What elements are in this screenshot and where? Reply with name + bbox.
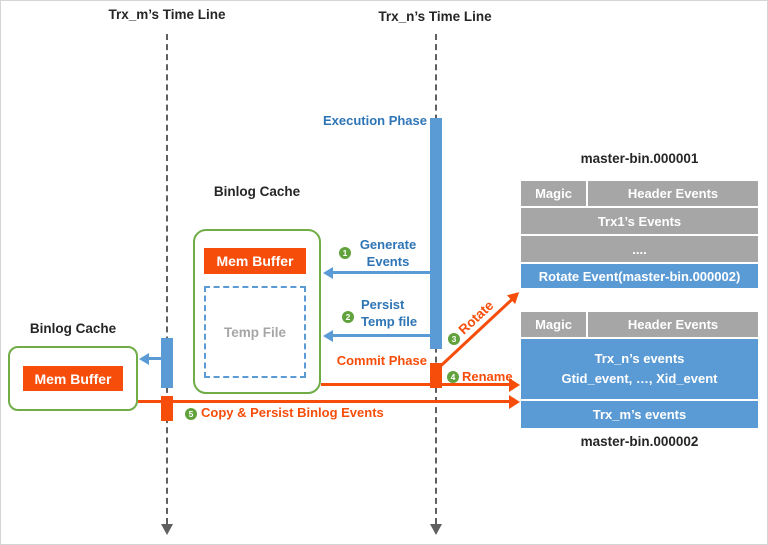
copy-to-left-cache-arrow-line — [148, 357, 161, 360]
file1-row-header: Magic Header Events — [521, 181, 758, 206]
step-2-badge: 2 — [342, 311, 354, 323]
file2-magic-cell: Magic — [521, 312, 586, 337]
file2-row-header: Magic Header Events — [521, 312, 758, 337]
generate-events-label-line1: Generate — [359, 237, 417, 252]
trx-n-commit-bar — [430, 363, 442, 388]
generate-events-label: Generate Events — [353, 237, 423, 270]
persist-temp-file-label: Persist Temp file — [361, 297, 431, 330]
step-3-badge: 3 — [448, 333, 460, 345]
file1-rotate-event-cell: Rotate Event(master-bin.000002) — [521, 264, 758, 288]
file2-name: master-bin.000002 — [580, 434, 699, 449]
copy-persist-arrow-line — [138, 400, 509, 403]
copy-persist-label: Copy & Persist Binlog Events — [201, 405, 384, 420]
file2-trx-n-events-line2: Gtid_event, …, Xid_event — [561, 371, 718, 386]
execution-phase-bar — [430, 118, 442, 349]
persist-temp-file-label-line1: Persist — [361, 297, 405, 312]
trx-n-timeline-title: Trx_n’s Time Line — [378, 9, 492, 24]
file1-magic-cell: Magic — [521, 181, 586, 206]
step-4-badge: 4 — [447, 371, 459, 383]
file1-trx1-events-cell: Trx1’s Events — [521, 208, 758, 234]
copy-persist-arrowhead-icon — [509, 395, 520, 409]
persist-temp-file-arrow-line — [332, 334, 430, 337]
trx-m-timeline-title: Trx_m’s Time Line — [108, 7, 226, 22]
commit-phase-label: Commit Phase — [336, 353, 427, 368]
trx-m-timeline-arrowhead-icon — [161, 524, 173, 535]
rename-label: Rename — [462, 369, 513, 384]
binlog-cache-left-box — [8, 346, 138, 411]
generate-events-arrow-line — [332, 271, 430, 274]
generate-events-arrowhead-icon — [323, 267, 333, 279]
step-5-badge: 5 — [185, 408, 197, 420]
rotate-arrowhead-icon — [506, 287, 524, 305]
file2-trx-n-events-cell: Trx_n’s events Gtid_event, …, Xid_event — [521, 339, 758, 399]
file2-trx-n-events-line1: Trx_n’s events — [594, 351, 685, 366]
step-1-badge: 1 — [339, 247, 351, 259]
file1-table: Magic Header Events Trx1’s Events .... R… — [521, 181, 758, 288]
file1-header-events-cell: Header Events — [588, 181, 758, 206]
file2-table: Magic Header Events Trx_n’s events Gtid_… — [521, 312, 758, 428]
file1-ellipsis-cell: .... — [521, 236, 758, 262]
binlog-cache-left-mem-buffer: Mem Buffer — [23, 366, 123, 391]
copy-to-left-cache-arrowhead-icon — [139, 353, 149, 365]
trx-m-execution-bar — [161, 338, 173, 388]
trx-m-timeline-line — [166, 34, 168, 524]
rename-arrow-line — [321, 383, 511, 386]
trx-n-timeline-arrowhead-icon — [430, 524, 442, 535]
binlog-cache-mid-title: Binlog Cache — [213, 184, 301, 199]
execution-phase-label: Execution Phase — [322, 113, 427, 128]
generate-events-label-line2: Events — [366, 253, 410, 269]
file1-name: master-bin.000001 — [580, 151, 699, 166]
binlog-cache-mid-temp-file: Temp File — [204, 286, 306, 378]
file2-header-events-cell: Header Events — [588, 312, 758, 337]
binlog-cache-mid-mem-buffer: Mem Buffer — [204, 248, 306, 274]
file2-trx-m-events-cell: Trx_m’s events — [521, 401, 758, 428]
rename-arrowhead-icon — [509, 378, 520, 392]
binlog-cache-left-title: Binlog Cache — [29, 321, 117, 336]
persist-temp-file-arrowhead-icon — [323, 330, 333, 342]
persist-temp-file-label-line2: Temp file — [361, 313, 418, 329]
binlog-cache-mid-box — [193, 229, 321, 394]
